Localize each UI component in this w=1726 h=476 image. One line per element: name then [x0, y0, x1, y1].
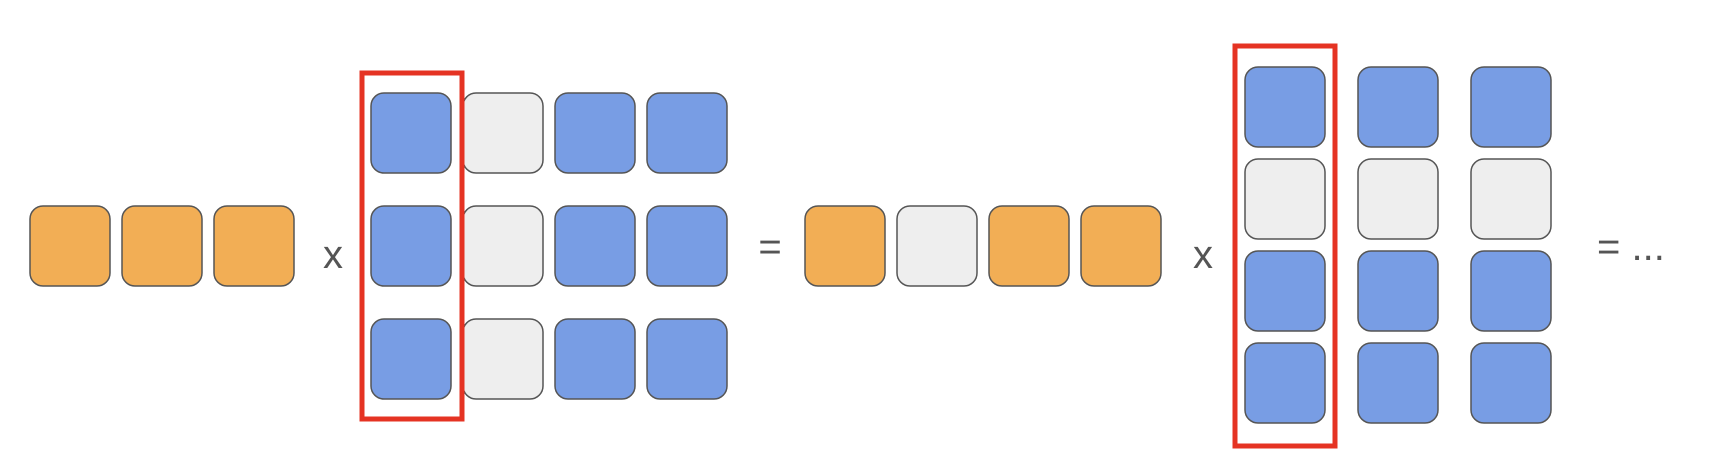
- matrix-1-cell-blue: [554, 318, 636, 400]
- matrix-2-cell-blue: [1244, 250, 1326, 332]
- matrix-1-cell-blue: [554, 205, 636, 287]
- matrix-2-cell-gray: [1244, 158, 1326, 240]
- equals-continuation: = ...: [1597, 225, 1665, 269]
- matrix-1-cell-blue: [646, 318, 728, 400]
- matrix-1-cell-blue: [646, 92, 728, 174]
- matrix-2-cell-blue: [1357, 66, 1439, 148]
- matrix-2-cell-blue: [1244, 342, 1326, 424]
- matrix-2-cell-blue: [1470, 66, 1552, 148]
- matrix-1-cell-blue: [646, 205, 728, 287]
- multiply-operator-1: x: [323, 233, 343, 277]
- vector-2-cell-orange: [988, 205, 1070, 287]
- vector-1-cell-orange: [121, 205, 203, 287]
- matrix-1-cell-gray: [462, 92, 544, 174]
- vector-1-cell-orange: [29, 205, 111, 287]
- matrix-2-cell-gray: [1470, 158, 1552, 240]
- matrix-1-cell-gray: [462, 205, 544, 287]
- matrix-1-cell-blue: [370, 318, 452, 400]
- matrix-1-cell-blue: [554, 92, 636, 174]
- matrix-2-cell-gray: [1357, 158, 1439, 240]
- matrix-2-cell-blue: [1470, 342, 1552, 424]
- matrix-1-cell-gray: [462, 318, 544, 400]
- multiply-operator-2: x: [1193, 233, 1213, 277]
- matrix-1-cell-blue: [370, 205, 452, 287]
- matrix-1-cell-blue: [370, 92, 452, 174]
- matrix-2-cell-blue: [1470, 250, 1552, 332]
- vector-1-cell-orange: [213, 205, 295, 287]
- vector-2-cell-orange: [1080, 205, 1162, 287]
- vector-2-cell-gray: [896, 205, 978, 287]
- weight-matrix-1: [370, 92, 728, 400]
- equals-operator-1: =: [758, 225, 781, 269]
- matrix-2-cell-blue: [1244, 66, 1326, 148]
- weight-matrix-2: [1244, 66, 1552, 424]
- input-vector-1: [29, 205, 295, 287]
- matrix-2-cell-blue: [1357, 342, 1439, 424]
- matrix-2-cell-blue: [1357, 250, 1439, 332]
- output-vector-1: [804, 205, 1162, 287]
- vector-2-cell-orange: [804, 205, 886, 287]
- highlight-box-matrix-2: [1232, 43, 1338, 449]
- highlight-box-matrix-1: [359, 70, 465, 422]
